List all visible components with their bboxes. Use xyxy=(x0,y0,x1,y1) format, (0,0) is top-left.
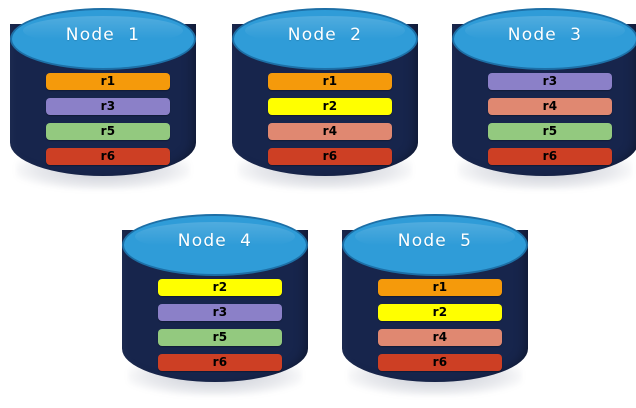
database-node-cylinder[interactable]: Node 2 r1 r2 r4 r6 xyxy=(232,6,418,192)
replica-bar[interactable]: r6 xyxy=(488,148,612,165)
replica-bar[interactable]: r1 xyxy=(378,279,502,296)
replica-bar[interactable]: r6 xyxy=(46,148,170,165)
replica-bar[interactable]: r1 xyxy=(268,73,392,90)
replica-list: r2 r3 r5 r6 xyxy=(158,279,282,371)
replica-list: r1 r2 r4 r6 xyxy=(268,73,392,165)
database-node-cylinder[interactable]: Node 1 r1 r3 r5 r6 xyxy=(10,6,196,192)
database-node-cylinder[interactable]: Node 5 r1 r2 r4 r6 xyxy=(342,212,528,398)
cylinder-top-ellipse xyxy=(122,214,308,276)
cylinder-top-ellipse xyxy=(232,8,418,70)
cylinder-top-ellipse xyxy=(342,214,528,276)
cylinder-top-ellipse xyxy=(10,8,196,70)
replica-bar[interactable]: r3 xyxy=(46,98,170,115)
replica-bar[interactable]: r3 xyxy=(488,73,612,90)
replica-bar[interactable]: r6 xyxy=(158,354,282,371)
replica-list: r3 r4 r5 r6 xyxy=(488,73,612,165)
node-label: Node 2 xyxy=(287,25,363,45)
replica-bar[interactable]: r6 xyxy=(268,148,392,165)
database-node-cylinder[interactable]: Node 3 r3 r4 r5 r6 xyxy=(452,6,636,192)
replica-bar[interactable]: r4 xyxy=(268,123,392,140)
replica-bar[interactable]: r2 xyxy=(268,98,392,115)
replica-bar[interactable]: r4 xyxy=(378,329,502,346)
node-label: Node 5 xyxy=(397,231,473,251)
replica-bar[interactable]: r3 xyxy=(158,304,282,321)
replica-bar[interactable]: r5 xyxy=(158,329,282,346)
replica-bar[interactable]: r5 xyxy=(46,123,170,140)
replica-bar[interactable]: r4 xyxy=(488,98,612,115)
node-label: Node 3 xyxy=(507,25,583,45)
replica-bar[interactable]: r2 xyxy=(158,279,282,296)
replica-bar[interactable]: r2 xyxy=(378,304,502,321)
replica-list: r1 r2 r4 r6 xyxy=(378,279,502,371)
cylinder-top-ellipse xyxy=(452,8,636,70)
replica-list: r1 r3 r5 r6 xyxy=(46,73,170,165)
replica-bar[interactable]: r6 xyxy=(378,354,502,371)
node-label: Node 1 xyxy=(65,25,141,45)
replica-bar[interactable]: r5 xyxy=(488,123,612,140)
node-label: Node 4 xyxy=(177,231,253,251)
replica-bar[interactable]: r1 xyxy=(46,73,170,90)
database-node-cylinder[interactable]: Node 4 r2 r3 r5 r6 xyxy=(122,212,308,398)
